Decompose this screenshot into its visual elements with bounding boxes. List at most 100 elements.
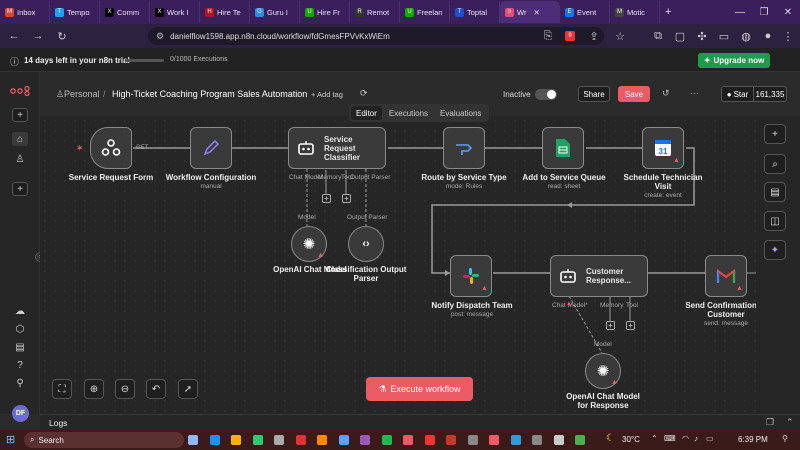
taskbar-app-icon[interactable] xyxy=(295,435,306,445)
tab-evaluations[interactable]: Evaluations xyxy=(440,108,482,118)
taskbar-app-icon[interactable] xyxy=(231,435,241,445)
popout-icon[interactable]: ❐ xyxy=(766,417,775,427)
taskbar-app-icon[interactable] xyxy=(532,435,542,445)
url-input[interactable]: ⚙ danielflow1598.app.n8n.cloud/workflow/… xyxy=(148,27,604,45)
taskbar-app-icon[interactable] xyxy=(489,435,499,445)
site-info-icon[interactable]: ⚙ xyxy=(156,30,165,41)
add-tool-icon[interactable]: + xyxy=(626,321,635,330)
panel-icon[interactable]: ◫ xyxy=(764,211,786,231)
ai-assistant-icon[interactable]: ✦ xyxy=(764,240,786,260)
volume-icon[interactable]: ♪ xyxy=(694,434,698,443)
zoom-in-icon[interactable]: ⊕ xyxy=(84,379,104,399)
node-route-by-service-type[interactable] xyxy=(443,127,485,169)
workflow-title[interactable]: High-Ticket Coaching Program Sales Autom… xyxy=(112,89,308,99)
taskbar-app-icon[interactable] xyxy=(252,435,263,445)
forward-icon[interactable]: → xyxy=(32,30,44,42)
home-icon[interactable]: ⌂ xyxy=(12,132,28,146)
tab-executions[interactable]: Executions xyxy=(388,108,429,118)
bookmark-icon[interactable]: ☆ xyxy=(615,30,625,43)
taskbar-app-icon[interactable] xyxy=(317,435,327,445)
execute-workflow-button[interactable]: ⚗ Execute workflow xyxy=(366,377,473,401)
add-tool-icon[interactable]: + xyxy=(342,194,351,203)
add-tag-link[interactable]: + Add tag xyxy=(311,90,343,99)
fit-view-icon[interactable]: ⛶ xyxy=(52,379,72,399)
close-tab-icon[interactable]: ✕ xyxy=(533,7,540,17)
node-service-request-classifier[interactable]: Service Request Classifier xyxy=(288,127,386,169)
github-star-button[interactable]: ● Star 161,335 xyxy=(721,86,787,102)
templates-icon[interactable]: ⬡ xyxy=(15,323,25,335)
workflow-history-icon[interactable]: ↺ xyxy=(662,88,670,98)
node-service-request-form[interactable] xyxy=(90,127,132,169)
add-icon[interactable]: + xyxy=(12,108,28,122)
node-schedule-technician-visit[interactable]: 31 xyxy=(642,127,684,169)
node-workflow-configuration[interactable] xyxy=(190,127,232,169)
new-tab-icon[interactable]: + xyxy=(665,6,672,18)
n8n-logo-icon[interactable] xyxy=(10,86,30,96)
share-button[interactable]: Share xyxy=(578,86,610,102)
taskbar-app-icon[interactable] xyxy=(403,435,413,445)
logs-panel[interactable]: Logs ❐ ⌃ xyxy=(40,414,800,430)
extension-icon[interactable]: 9 xyxy=(562,28,578,44)
history-icon[interactable]: ⟳ xyxy=(360,88,368,98)
extensions-icon[interactable]: ⧉ xyxy=(654,29,662,42)
taskbar-app-icon[interactable] xyxy=(424,435,435,445)
maximize-icon[interactable]: ❐ xyxy=(759,6,769,18)
tray-chevron-icon[interactable]: ⌃ xyxy=(651,434,658,443)
notifications-icon[interactable]: ⚲ xyxy=(782,434,788,443)
taskbar-app-icon[interactable] xyxy=(553,435,564,445)
more-options-icon[interactable]: ⋯ xyxy=(690,88,699,98)
sticky-note-icon[interactable]: ▤ xyxy=(764,182,786,202)
taskbar-app-icon[interactable] xyxy=(338,435,349,445)
cursor-icon[interactable]: ➚ xyxy=(178,379,198,399)
taskbar-search[interactable]: ⌕ Search xyxy=(24,432,184,448)
tab-editor[interactable]: Editor xyxy=(351,106,382,120)
node-classification-output-parser[interactable]: ‹› xyxy=(348,226,384,262)
user-icon[interactable]: ♙ xyxy=(15,153,25,165)
chevron-up-icon[interactable]: ⌃ xyxy=(786,417,794,427)
taskbar-app-icon[interactable] xyxy=(446,435,456,445)
node-openai-chat-model-response[interactable]: ✺ xyxy=(585,353,621,389)
minimize-icon[interactable]: — xyxy=(735,6,745,18)
undo-icon[interactable]: ↶ xyxy=(146,379,166,399)
zoom-out-icon[interactable]: ⊖ xyxy=(115,379,135,399)
taskbar-app-icon[interactable] xyxy=(188,435,198,445)
add-project-icon[interactable]: + xyxy=(12,182,28,196)
insights-icon[interactable]: ▤ xyxy=(15,341,25,353)
language-icon[interactable]: ⌨ xyxy=(664,434,676,443)
profile-icon[interactable]: ▢ xyxy=(674,30,686,43)
install-app-icon[interactable]: ⎘ xyxy=(543,29,553,42)
breadcrumb[interactable]: Personal xyxy=(64,89,100,99)
taskbar-app-icon[interactable] xyxy=(575,435,585,445)
add-memory-icon[interactable]: + xyxy=(606,321,615,330)
active-toggle[interactable] xyxy=(535,89,557,100)
taskbar-app-icon[interactable] xyxy=(209,435,220,445)
taskbar-app-icon[interactable] xyxy=(467,435,478,445)
taskbar-app-icon[interactable] xyxy=(381,435,392,445)
notification-icon[interactable]: ⚲ xyxy=(16,377,24,389)
node-customer-response[interactable]: Customer Response... xyxy=(550,255,648,297)
node-openai-chat-model[interactable]: ✺ xyxy=(291,226,327,262)
help-icon[interactable]: ? xyxy=(17,359,23,371)
search-icon[interactable]: ⌕ xyxy=(764,154,786,174)
avatar[interactable]: DF xyxy=(12,405,29,422)
node-add-to-service-queue[interactable] xyxy=(542,127,584,169)
node-notify-dispatch-team[interactable] xyxy=(450,255,492,297)
cloud-icon[interactable]: ☁ xyxy=(15,305,25,317)
upgrade-button[interactable]: ✦ Upgrade now xyxy=(698,53,770,68)
puzzle-icon[interactable]: ✣ xyxy=(697,30,707,43)
taskbar-app-icon[interactable] xyxy=(274,435,284,445)
close-window-icon[interactable]: ✕ xyxy=(783,6,793,18)
